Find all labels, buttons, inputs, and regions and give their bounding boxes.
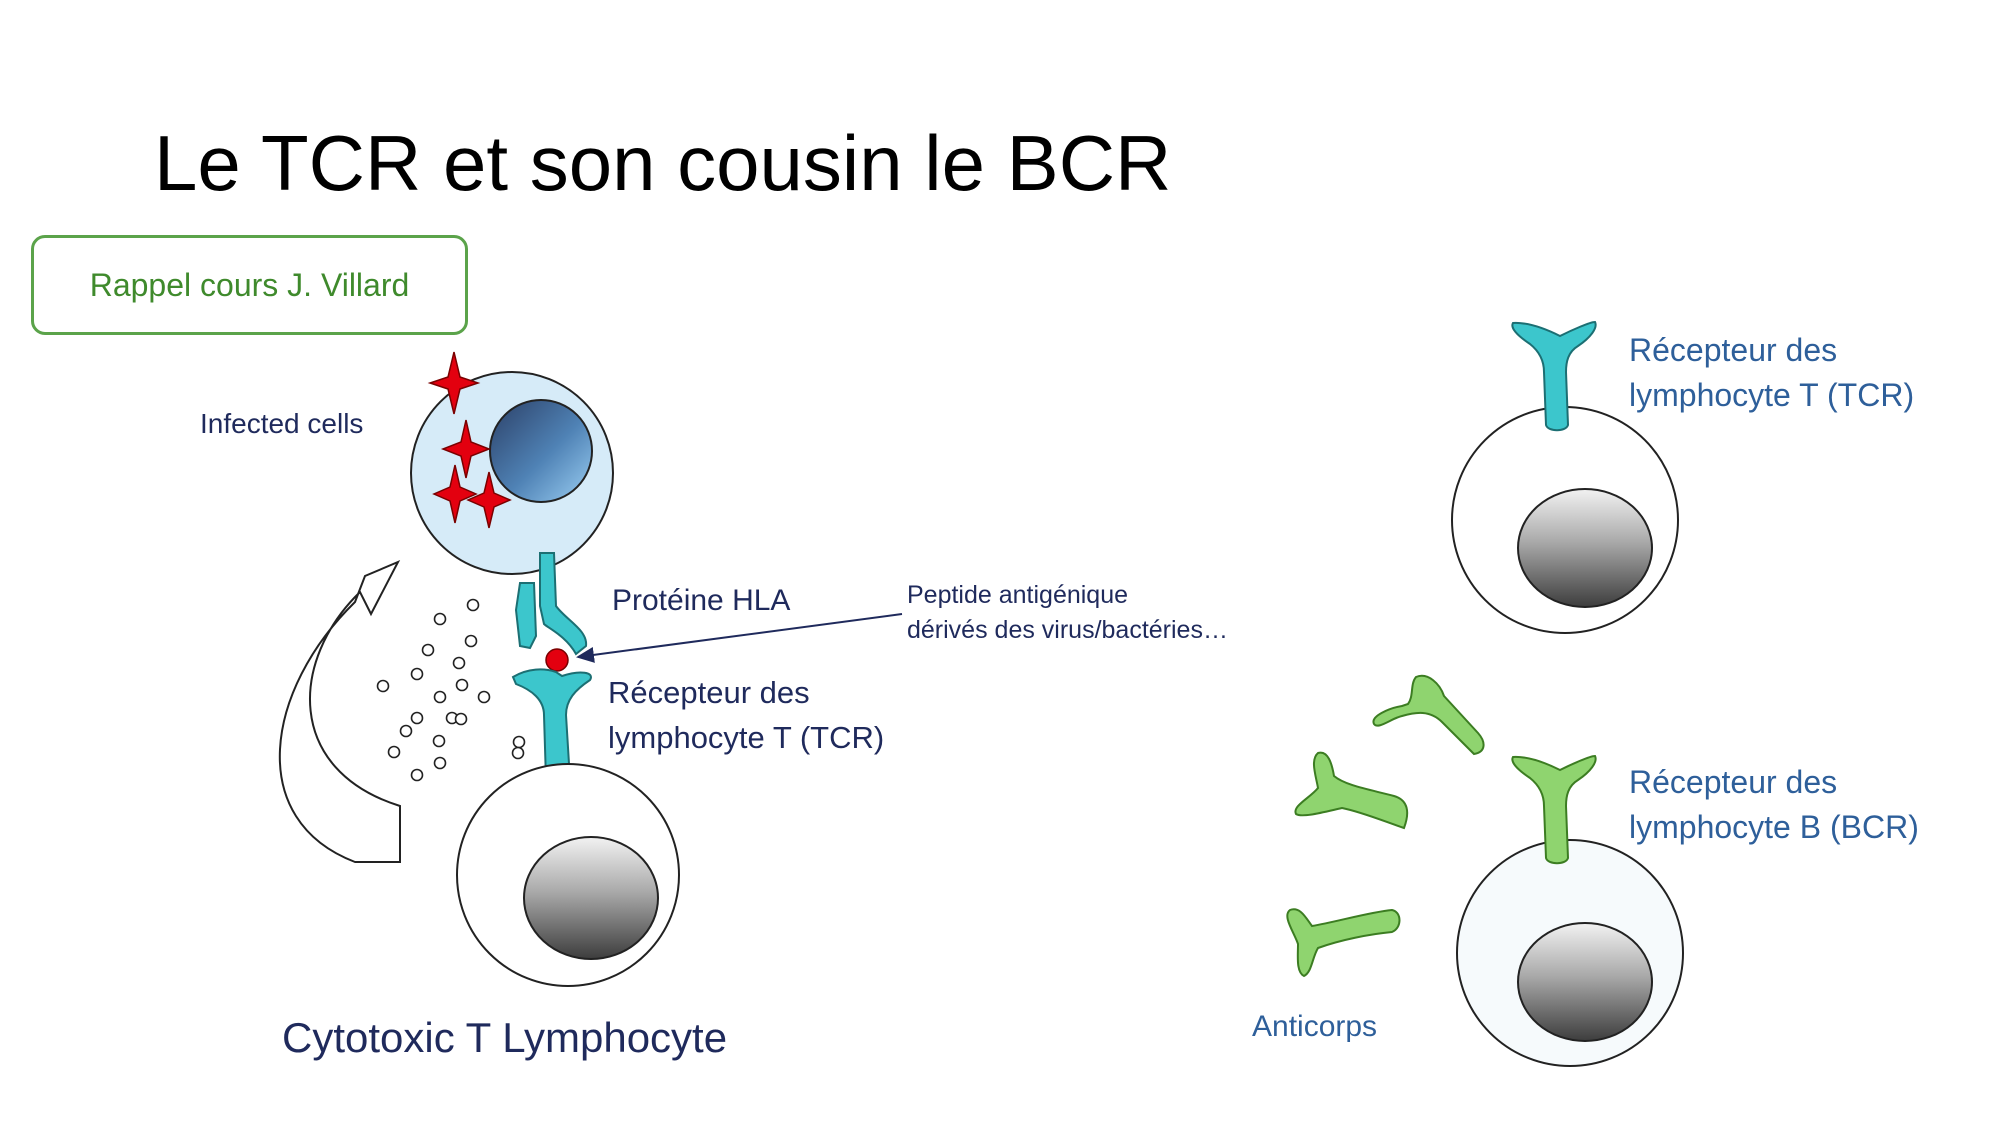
- page-title: Le TCR et son cousin le BCR: [154, 119, 1172, 207]
- antibody-icon: [1286, 674, 1485, 978]
- t-cell-nucleus: [523, 836, 659, 960]
- curved-arrow-icon: [279, 559, 401, 863]
- peptide-pointer-arrow: [576, 613, 903, 663]
- tcr-label-left-line2: lymphocyte T (TCR): [608, 720, 885, 755]
- granules: [376, 598, 526, 782]
- hla-protein: [539, 552, 588, 656]
- tcr-receptor-right: [1511, 320, 1597, 432]
- bcr-label-line1: Récepteur des: [1629, 764, 1838, 800]
- tcr-label-right-line1: Récepteur des: [1629, 332, 1838, 368]
- hla-protein-label: Protéine HLA: [612, 584, 791, 617]
- peptide-label-line1: Peptide antigénique: [907, 581, 1129, 609]
- recall-box-label: Rappel cours J. Villard: [89, 266, 410, 303]
- t-lymphocyte-nucleus: [1517, 488, 1653, 608]
- peptide-label-line2: dérivés des virus/bactéries…: [907, 616, 1228, 644]
- antigen-peptide: [545, 648, 569, 672]
- tcr-label-right-line2: lymphocyte T (TCR): [1629, 377, 1915, 413]
- cytotoxic-t-lymphocyte-caption: Cytotoxic T Lymphocyte: [282, 1014, 728, 1061]
- virus-star-icon: [427, 351, 512, 529]
- hla-protein-arm: [514, 582, 538, 650]
- tcr-label-left-line1: Récepteur des: [608, 675, 810, 710]
- tcr-receptor-left: [511, 668, 592, 787]
- b-lymphocyte-nucleus: [1517, 922, 1653, 1042]
- infected-cells-label: Infected cells: [200, 408, 364, 439]
- bcr-label-line2: lymphocyte B (BCR): [1629, 809, 1919, 845]
- bcr-receptor: [1511, 754, 1597, 865]
- infected-cell-nucleus: [489, 399, 593, 503]
- recall-box: Rappel cours J. Villard: [31, 235, 468, 335]
- antibodies-label: Anticorps: [1252, 1010, 1378, 1043]
